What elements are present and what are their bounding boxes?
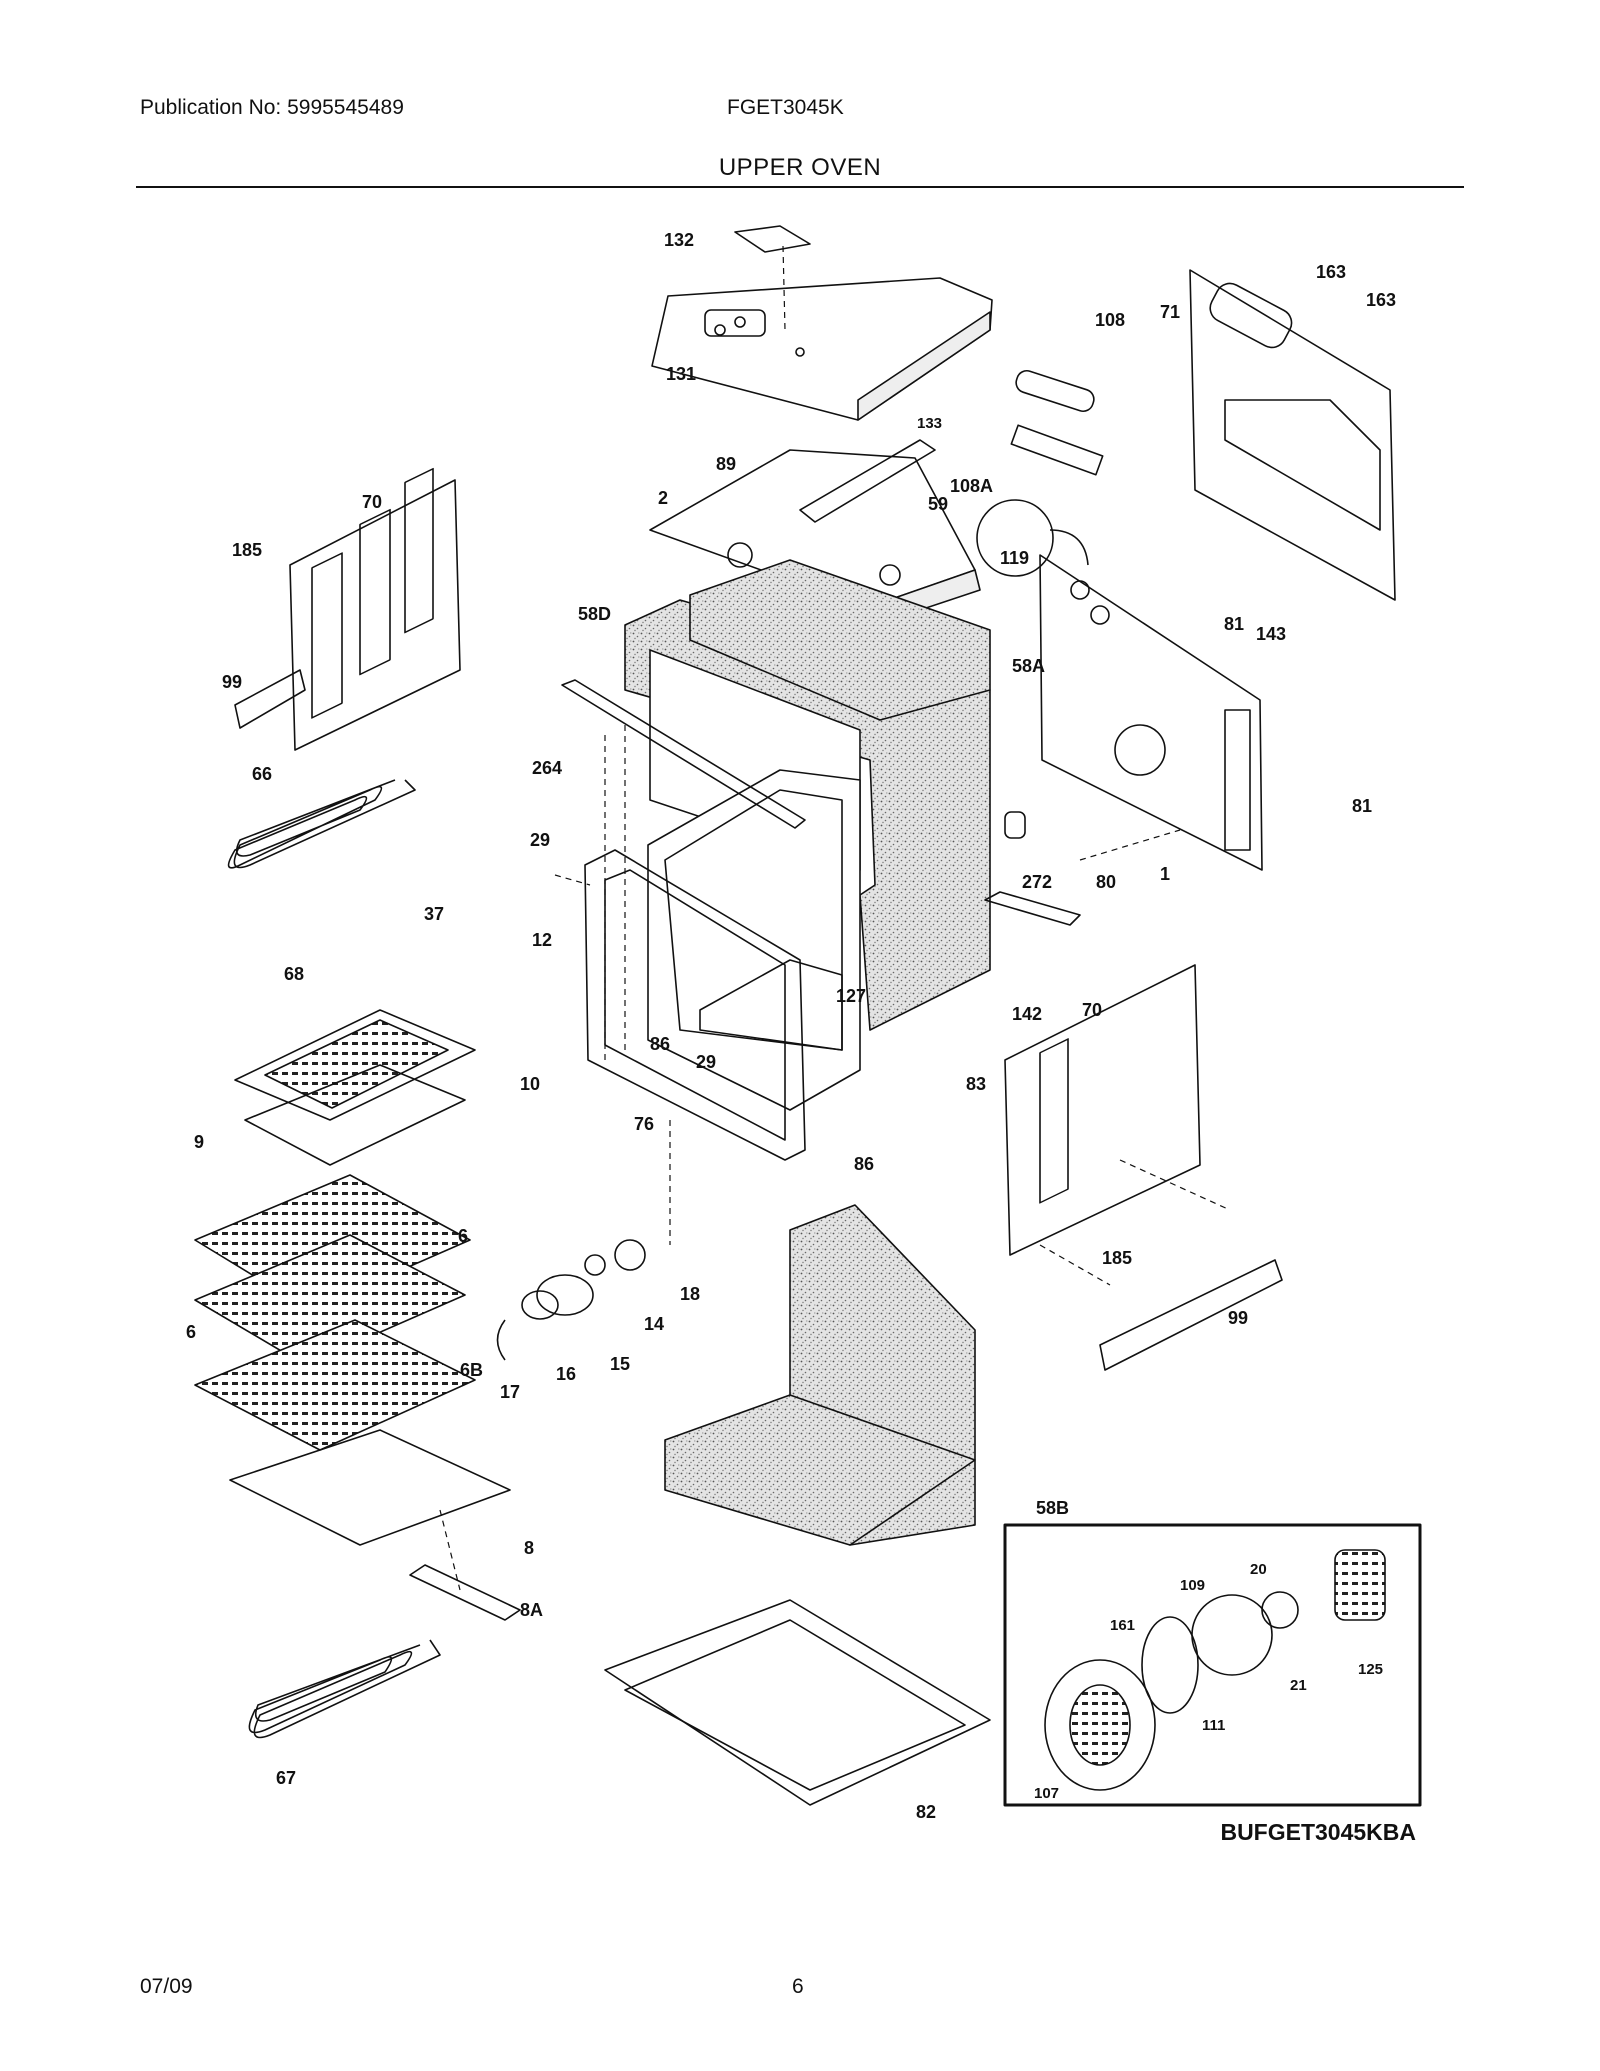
- right-side-panel: [1004, 964, 1201, 1256]
- callout-272: 272: [1022, 872, 1052, 892]
- callout-2: 2: [658, 488, 668, 508]
- tray-bracket: [409, 1564, 521, 1621]
- callout-81-top: 81: [1224, 614, 1244, 634]
- left-side-panel: [289, 467, 461, 751]
- broil-pan-insert: [234, 1009, 476, 1121]
- section-title: UPPER OVEN: [718, 154, 882, 181]
- callout-80: 80: [1096, 872, 1116, 892]
- callout-99-left: 99: [222, 672, 242, 692]
- callout-16: 16: [556, 1364, 576, 1384]
- convection-fan-inset: [1003, 1523, 1422, 1807]
- callout-111: 111: [1202, 1717, 1225, 1734]
- top-cover: [651, 277, 993, 421]
- component-272: [1004, 811, 1026, 839]
- callout-59: 59: [928, 494, 948, 514]
- callout-108a: 108A: [950, 476, 993, 496]
- callout-68: 68: [284, 964, 304, 984]
- callout-17: 17: [500, 1382, 520, 1402]
- callout-133: 133: [917, 415, 942, 432]
- bake-element: [248, 1639, 441, 1739]
- callout-132: 132: [664, 230, 694, 250]
- callout-67: 67: [276, 1768, 296, 1788]
- callout-119: 119: [1000, 548, 1029, 568]
- callout-143: 143: [1256, 624, 1286, 644]
- front-trim: [561, 679, 806, 829]
- callout-29-top: 29: [530, 830, 550, 850]
- callout-86-top: 86: [650, 1034, 670, 1054]
- callout-125: 125: [1358, 1661, 1383, 1678]
- callout-99-right: 99: [1228, 1308, 1248, 1328]
- callout-76: 76: [634, 1114, 654, 1134]
- callout-163: 163: [1316, 262, 1346, 282]
- callout-10: 10: [520, 1074, 540, 1094]
- callout-185-left: 185: [232, 540, 262, 560]
- publication-date: 07/09: [140, 1975, 193, 1998]
- drip-tray: [229, 1429, 511, 1546]
- oven-liner: [647, 769, 861, 1111]
- callout-6-left: 6: [186, 1322, 196, 1342]
- callout-86-bottom: 86: [854, 1154, 874, 1174]
- callout-14: 14: [644, 1314, 664, 1334]
- callout-20: 20: [1250, 1561, 1267, 1578]
- publication-number: Publication No: 5995545489: [140, 96, 404, 119]
- callout-161: 161: [1110, 1617, 1135, 1634]
- callout-58b: 58B: [1036, 1498, 1069, 1518]
- callout-58d: 58D: [578, 604, 611, 624]
- callout-108: 108: [1095, 310, 1125, 330]
- left-rack-guide: [234, 669, 306, 729]
- thermostat-detail: [976, 499, 1054, 577]
- callout-70-left: 70: [362, 492, 382, 512]
- door-frame: [584, 849, 806, 1161]
- callout-142: 142: [1012, 1004, 1042, 1024]
- page-number: 6: [792, 1975, 804, 1998]
- element-tube: [1010, 369, 1104, 476]
- callout-8a: 8A: [520, 1600, 543, 1620]
- oven-racks: [194, 1174, 476, 1451]
- callout-66: 66: [252, 764, 272, 784]
- rear-panel: [1189, 269, 1396, 601]
- bottom-insulation: [664, 1204, 976, 1546]
- callout-89: 89: [716, 454, 736, 474]
- callout-264: 264: [532, 758, 562, 778]
- broil-pan: [244, 1064, 466, 1166]
- callout-6-top: 6: [458, 1226, 468, 1246]
- callout-6b: 6B: [460, 1360, 483, 1380]
- vent-bracket: [984, 891, 1081, 926]
- callout-1: 1: [1160, 864, 1170, 884]
- right-rack-guide: [1099, 1259, 1283, 1371]
- callout-70-right: 70: [1082, 1000, 1102, 1020]
- callout-labels: 132 131 133 163 163 71 108 108A 119 89 2…: [186, 230, 1416, 1845]
- callout-12: 12: [532, 930, 552, 950]
- cover-plate: [734, 225, 811, 253]
- model-number: FGET3045K: [727, 96, 844, 119]
- broil-element: [227, 779, 416, 869]
- callout-81-right: 81: [1352, 796, 1372, 816]
- callout-83: 83: [966, 1074, 986, 1094]
- assembly-code: BUFGET3045KBA: [1220, 1819, 1416, 1845]
- callout-37: 37: [424, 904, 444, 924]
- callout-29-bottom: 29: [696, 1052, 716, 1072]
- callout-58a: 58A: [1012, 656, 1045, 676]
- oven-light-assembly: [496, 1239, 646, 1361]
- callout-21: 21: [1290, 1677, 1307, 1694]
- callout-127: 127: [836, 986, 866, 1006]
- header-divider: [136, 186, 1464, 188]
- callout-163b: 163: [1366, 290, 1396, 310]
- callout-18: 18: [680, 1284, 700, 1304]
- rear-wiring-panel: [1039, 554, 1263, 871]
- callout-8: 8: [524, 1538, 534, 1558]
- callout-185-right: 185: [1102, 1248, 1132, 1268]
- callout-109: 109: [1180, 1577, 1205, 1594]
- callout-9: 9: [194, 1132, 204, 1152]
- callout-71: 71: [1160, 302, 1180, 322]
- callout-15: 15: [610, 1354, 630, 1374]
- callout-107: 107: [1034, 1785, 1059, 1802]
- bottom-tray: [604, 1599, 991, 1806]
- alignment-lines: [439, 245, 1231, 1591]
- callout-131: 131: [666, 364, 696, 384]
- callout-82: 82: [916, 1802, 936, 1822]
